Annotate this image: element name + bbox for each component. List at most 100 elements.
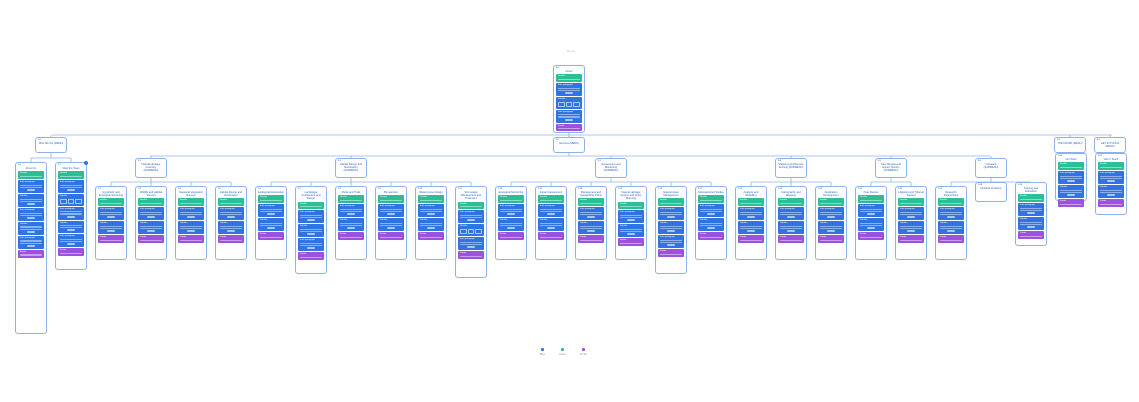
card-placeholder [75,198,83,204]
button-placeholder [946,230,956,233]
section-label: Header [700,196,708,199]
text-placeholder [940,227,962,230]
section-label: Footer [1060,199,1067,202]
text-placeholder [260,224,282,226]
section-label: Subtitle [540,218,548,221]
node-title: Services (MENU) [558,142,580,145]
text-placeholder [1100,177,1122,179]
card-placeholder [573,101,581,107]
section-label: Footer [860,232,867,235]
body-section: Subtitle [1018,217,1044,231]
button-placeholder [66,188,76,191]
button-placeholder [706,212,716,215]
legend-swatch [582,348,586,351]
node-id: 2.0 [556,139,559,141]
text-placeholder [1020,221,1042,223]
node-id: 1.7 [298,188,301,190]
section-label: Intro paragraph [900,208,915,211]
button-placeholder [26,244,36,247]
section-label: Footer [220,236,227,239]
button-placeholder [266,226,276,229]
section-label: Footer [820,236,827,239]
text-placeholder [20,226,42,228]
body-section: Subtitle [58,193,84,206]
footer-section: Footer [618,238,644,247]
text-placeholder [620,242,642,245]
button-placeholder [26,216,36,219]
text-placeholder [180,239,202,241]
section-label: Intro paragraph [300,239,315,242]
body-section: Subtitle [556,96,582,109]
text-placeholder [140,213,162,216]
body-section: Subtitle [818,221,844,235]
section-label: Header [340,196,348,199]
body-section: Intro paragraph [258,203,284,217]
text-placeholder [60,227,82,229]
button-placeholder [1106,179,1116,182]
text-placeholder [900,225,922,227]
text-placeholder [380,199,402,201]
node-title: Natural Asset Management [663,191,679,198]
footer-section: Footer [1018,231,1044,239]
body-section: Subtitle [858,217,884,231]
node-title: Home [565,70,573,73]
section-label: Intro paragraph [558,83,573,86]
text-placeholder [380,210,402,212]
text-placeholder [780,225,802,227]
node-title: JOIN WORK (MENU) [1057,142,1083,145]
header-section: Header [938,198,964,207]
text-placeholder [220,225,242,227]
section-label: Header [740,199,748,202]
text-placeholder [300,217,322,219]
section-label: Footer [660,250,667,253]
text-placeholder [60,184,82,186]
text-placeholder [380,222,402,224]
section-label: Subtitle [300,225,308,228]
section-label: Subtitle [60,194,68,197]
header-section: Header [698,195,724,203]
text-placeholder [340,199,362,201]
footer-section: Footer [556,123,582,132]
text-placeholder [1100,203,1122,205]
footer-section: Footer [778,235,804,243]
